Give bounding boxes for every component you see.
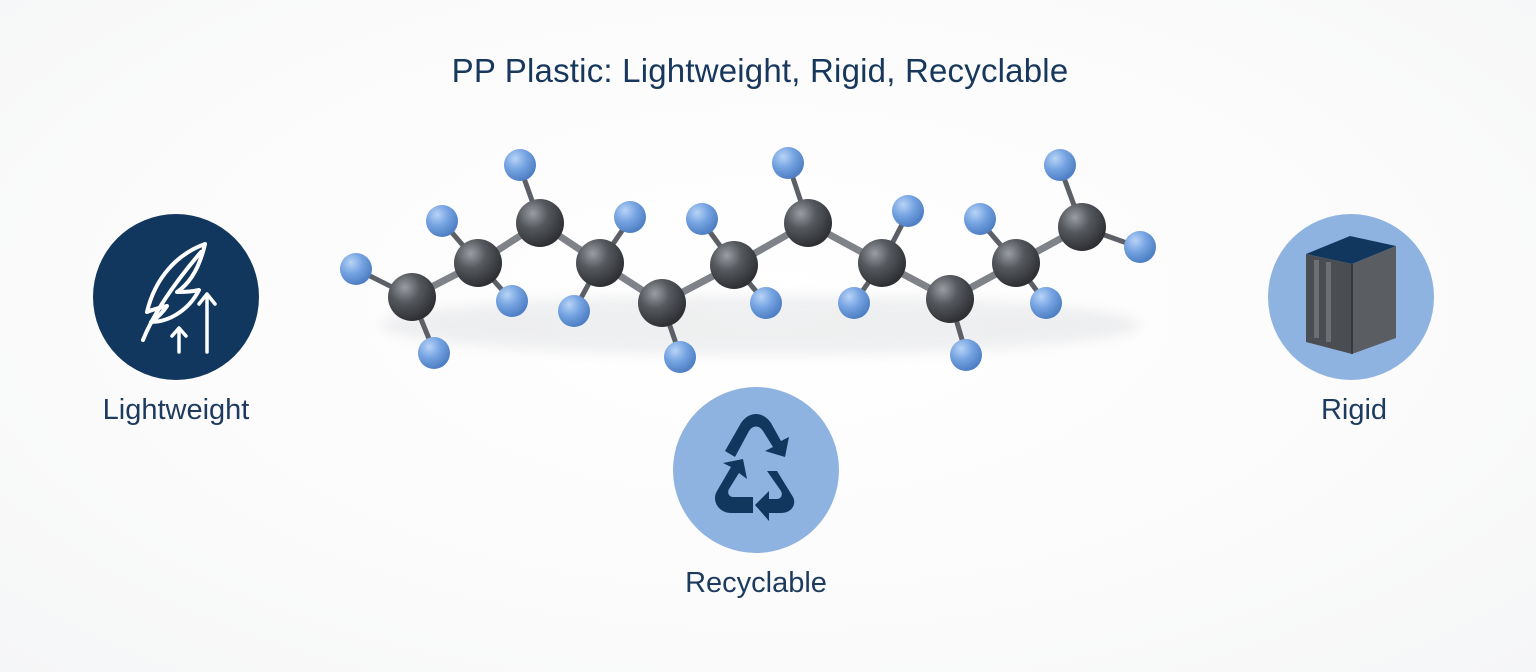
lightweight-label: Lightweight [102,394,250,426]
lightweight-badge [93,214,259,380]
rigid-badge [1268,214,1434,380]
recycle-icon [714,414,795,521]
carbon-atoms [388,199,1106,327]
recyclable-badge [673,387,839,553]
recyclable-label: Recyclable [685,567,827,599]
page-title: PP Plastic: Lightweight, Rigid, Recyclab… [451,52,1069,89]
feather-up-arrows-icon [141,242,217,354]
feature-rigid: Rigid [1244,214,1464,434]
rigid-block-icon [1306,236,1396,354]
hydrogen-atoms [340,147,1156,373]
feature-lightweight: Lightweight [66,214,286,434]
rigid-label: Rigid [1320,394,1388,426]
feature-recyclable: Recyclable [646,387,866,607]
polypropylene-molecule [340,147,1156,373]
